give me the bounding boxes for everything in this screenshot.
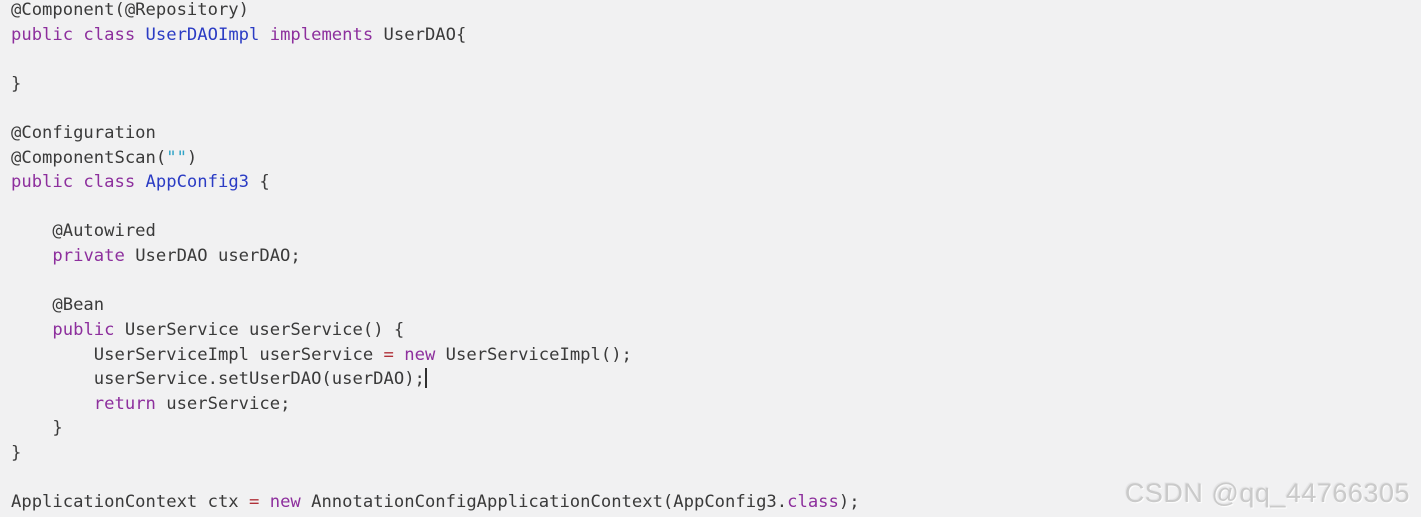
code-line: @Configuration: [11, 121, 860, 146]
code-token-class: UserDAOImpl: [145, 24, 260, 45]
code-line: @Component(@Repository): [11, 0, 860, 23]
code-token-keyword: public: [52, 319, 115, 340]
code-token-plain: [259, 492, 269, 512]
code-line: public class AppConfig3 {: [11, 170, 860, 195]
code-token-operator: =: [383, 344, 394, 365]
code-line: return userService;: [11, 392, 860, 417]
code-token-plain: ApplicationContext ctx: [11, 492, 249, 513]
code-line: [11, 269, 860, 294]
code-line: public class UserDAOImpl implements User…: [11, 23, 860, 48]
code-token-string: "": [166, 147, 187, 168]
code-token-plain: }: [11, 73, 22, 94]
text-cursor: [424, 367, 427, 388]
code-token-plain: userService.setUserDAO(userDAO);: [11, 369, 425, 390]
code-token-plain: userService;: [155, 393, 291, 414]
code-token-plain: );: [838, 492, 860, 513]
code-line: }: [11, 416, 860, 441]
code-token-plain: UserServiceImpl userService: [11, 344, 384, 365]
code-token-plain: @ComponentScan(: [11, 147, 167, 168]
code-line: [11, 466, 860, 491]
code-token-plain: AnnotationConfigApplicationContext(AppCo…: [300, 492, 788, 513]
code-line: ApplicationContext ctx = new AnnotationC…: [11, 490, 860, 515]
code-line: public UserService userService() {: [11, 318, 860, 343]
code-line: @Autowired: [11, 219, 860, 244]
code-token-plain: [394, 345, 404, 365]
code-line: private UserDAO userDAO;: [11, 244, 860, 269]
code-token-plain: [11, 320, 52, 340]
code-line: @ComponentScan(""): [11, 146, 860, 171]
code-line: UserServiceImpl userService = new UserSe…: [11, 343, 860, 368]
code-line: userService.setUserDAO(userDAO);: [11, 367, 860, 392]
code-token-plain: @Component(@Repository): [11, 0, 249, 20]
code-token-plain: [259, 25, 269, 45]
code-line: }: [11, 72, 860, 97]
code-line: }: [11, 441, 860, 466]
code-token-plain: {: [249, 172, 270, 193]
code-token-keyword: new: [404, 344, 436, 365]
code-line: [11, 195, 860, 220]
code-token-plain: @Autowired: [11, 221, 156, 242]
code-token-plain: UserDAO{: [373, 24, 467, 45]
code-token-plain: [11, 246, 52, 266]
code-token-plain: ): [186, 147, 198, 168]
code-token-keyword: class: [787, 492, 839, 513]
code-token-plain: UserDAO userDAO;: [124, 246, 301, 267]
code-token-keyword: new: [269, 492, 301, 513]
code-token-plain: }: [11, 442, 22, 463]
code-token-keyword: public class: [11, 24, 146, 45]
code-token-keyword: public class: [11, 172, 146, 193]
code-line: [11, 96, 860, 121]
code-token-operator: =: [249, 492, 260, 513]
code-token-plain: @Configuration: [11, 123, 156, 144]
code-token-keyword: private: [52, 246, 125, 267]
code-token-plain: UserService userService() {: [114, 319, 405, 340]
watermark: CSDN @qq_44766305: [1124, 478, 1410, 508]
code-line: [11, 47, 860, 72]
code-token-plain: [11, 394, 94, 414]
code-token-plain: }: [11, 418, 63, 439]
code-token-keyword: return: [93, 393, 156, 414]
code-line: @Bean: [11, 293, 860, 318]
code-token-keyword: implements: [269, 24, 374, 45]
code-token-class: AppConfig3: [145, 172, 250, 193]
code-token-plain: UserServiceImpl();: [435, 344, 632, 365]
code-block[interactable]: @Component(@Repository) public class User…: [11, 0, 860, 515]
code-token-plain: @Bean: [11, 295, 105, 316]
